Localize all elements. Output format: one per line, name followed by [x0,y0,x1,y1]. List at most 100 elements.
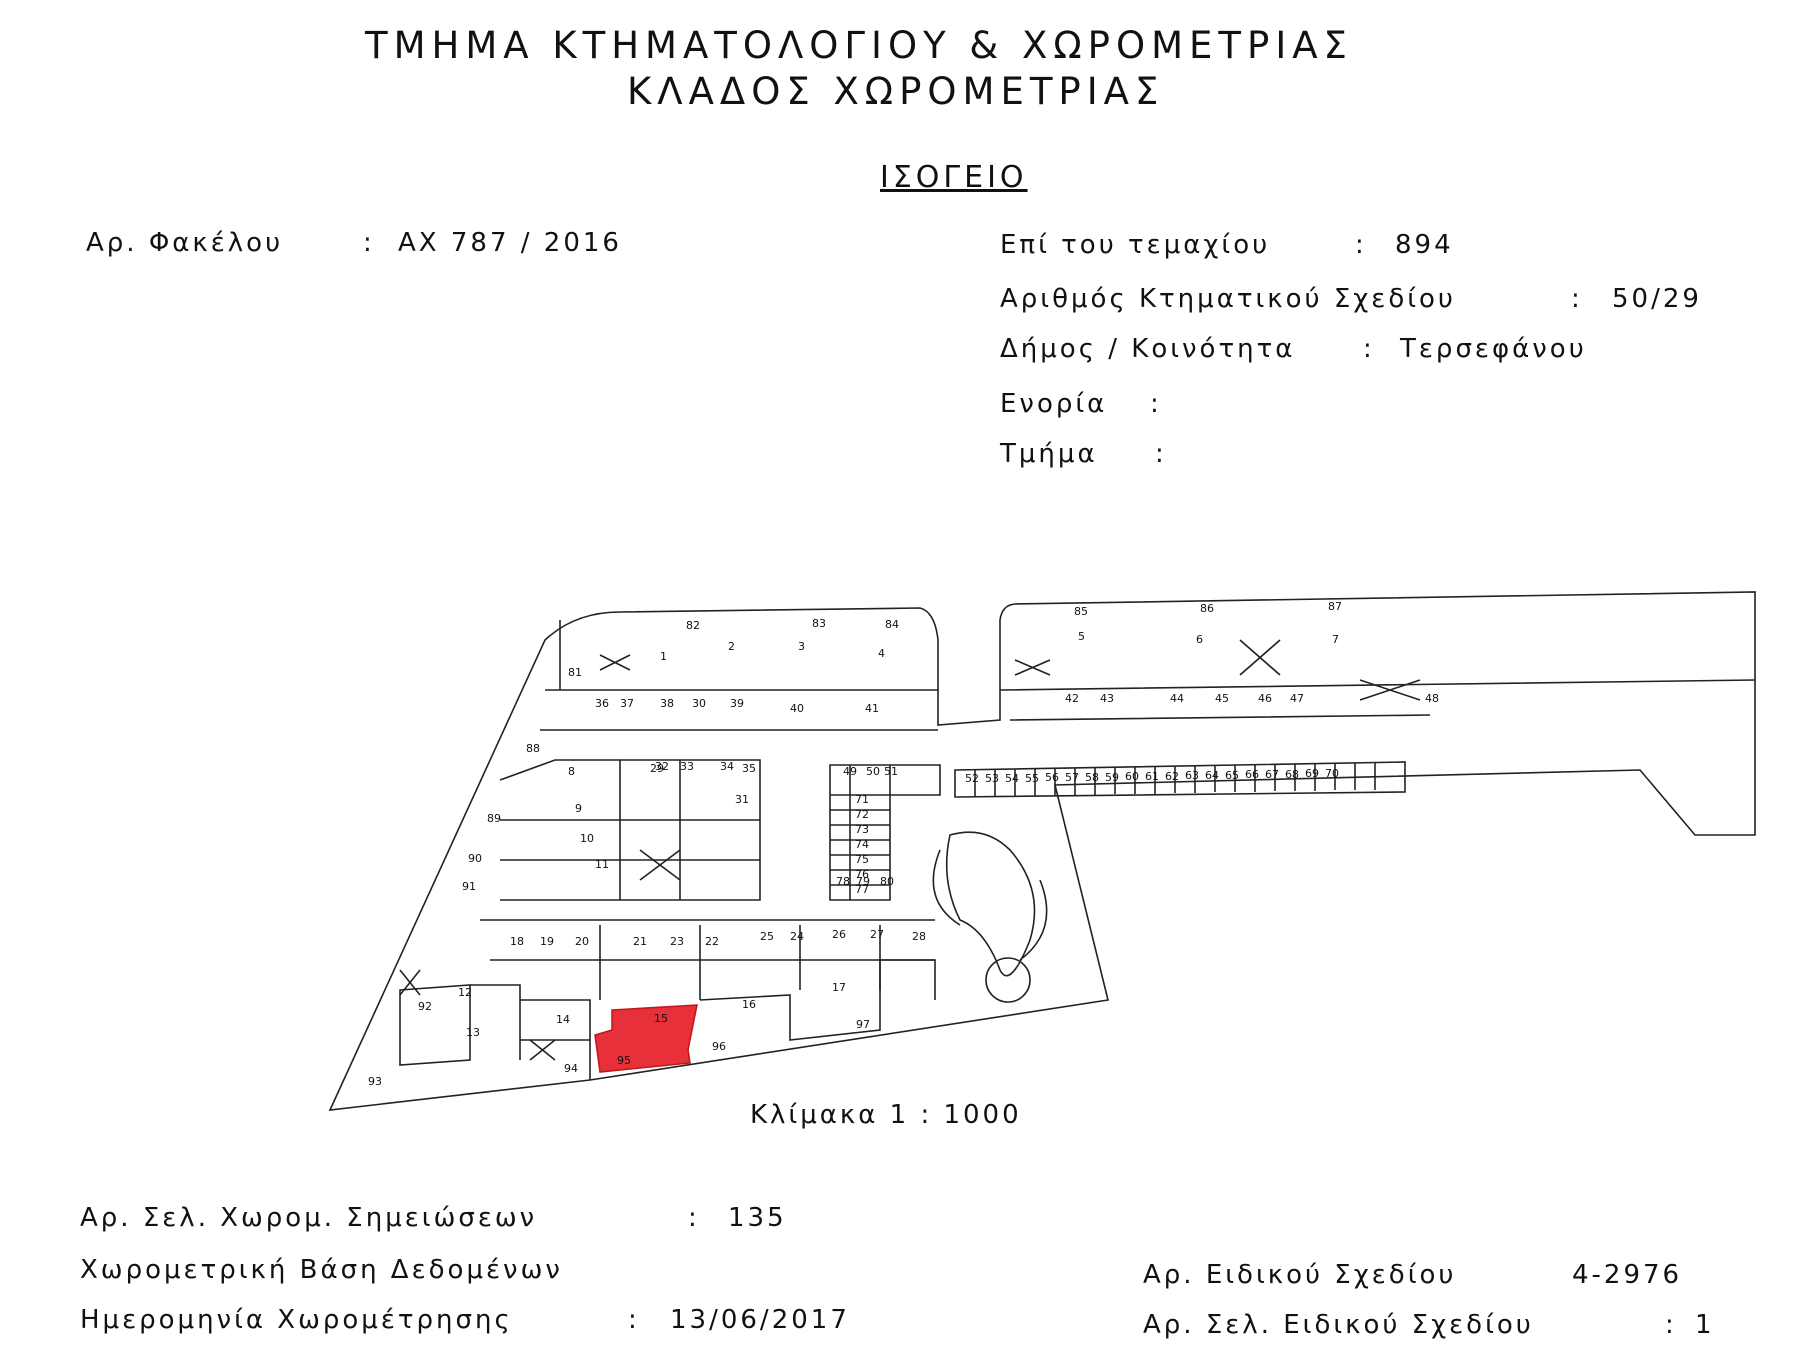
scale-label: Κλίμακα 1 : 1000 [750,1100,1022,1130]
unit-number-91: 91 [462,880,476,893]
unit-number-50: 50 [866,765,880,778]
municipality-label: Δήμος / Κοινότητα [1000,334,1296,364]
special-plan-page-sep: : [1665,1310,1677,1340]
unit-number-77: 77 [855,883,869,896]
parish-label: Ενορία [1000,389,1108,419]
unit-number-69: 69 [1305,767,1319,780]
unit-number-44: 44 [1170,692,1184,705]
branch-title: ΚΛΑΔΟΣ ΧΩΡΟΜΕΤΡΙΑΣ [627,70,1165,113]
unit-number-23: 23 [670,935,684,948]
unit-number-21: 21 [633,935,647,948]
unit-number-7: 7 [1332,633,1339,646]
department-title: ΤΜΗΜΑ ΚΤΗΜΑΤΟΛΟΓΙΟΥ & ΧΩΡΟΜΕΤΡΙΑΣ [365,24,1353,67]
unit-number-51: 51 [884,765,898,778]
unit-number-64: 64 [1205,769,1219,782]
section-label: Τμήμα [1000,439,1098,469]
special-plan-value: 4-2976 [1572,1260,1683,1290]
unit-number-75: 75 [855,853,869,866]
unit-number-49: 49 [843,765,857,778]
unit-number-90: 90 [468,852,482,865]
unit-number-37: 37 [620,697,634,710]
unit-number-6: 6 [1196,633,1203,646]
unit-number-82: 82 [686,619,700,632]
municipality-value: Τερσεφάνου [1400,334,1587,364]
unit-number-72: 72 [855,808,869,821]
unit-number-41: 41 [865,702,879,715]
notes-page-value: 135 [728,1203,787,1233]
unit-number-57: 57 [1065,771,1079,784]
survey-date-sep: : [628,1305,640,1335]
unit-number-95: 95 [617,1054,631,1067]
notes-page-label: Αρ. Σελ. Χωρομ. Σημειώσεων [80,1203,538,1233]
survey-date-value: 13/06/2017 [670,1305,850,1335]
unit-number-15: 15 [654,1012,668,1025]
unit-number-19: 19 [540,935,554,948]
unit-number-94: 94 [564,1062,578,1075]
unit-number-86: 86 [1200,602,1214,615]
plan-number-sep: : [1571,284,1583,314]
parish-sep: : [1150,389,1162,419]
special-plan-page-value: 1 [1695,1310,1715,1340]
unit-number-9: 9 [575,802,582,815]
unit-number-12: 12 [458,986,472,999]
unit-number-84: 84 [885,618,899,631]
unit-number-45: 45 [1215,692,1229,705]
unit-number-8: 8 [568,765,575,778]
notes-page-sep: : [688,1203,700,1233]
unit-number-36: 36 [595,697,609,710]
unit-number-17: 17 [832,981,846,994]
unit-number-27: 27 [870,928,884,941]
unit-number-53: 53 [985,772,999,785]
unit-number-88: 88 [526,742,540,755]
unit-number-25: 25 [760,930,774,943]
unit-number-43: 43 [1100,692,1114,705]
unit-number-74: 74 [855,838,869,851]
unit-number-48: 48 [1425,692,1439,705]
unit-number-62: 62 [1165,770,1179,783]
municipality-sep: : [1363,334,1375,364]
unit-number-70: 70 [1325,767,1339,780]
parcel-boundary [328,591,1756,1111]
unit-number-54: 54 [1005,772,1019,785]
unit-number-1: 1 [660,650,667,663]
floor-title: ΙΣΟΓΕΙΟ [880,160,1028,195]
unit-number-85: 85 [1074,605,1088,618]
unit-number-4: 4 [878,647,885,660]
parcel-label: Επί του τεμαχίου [1000,230,1271,260]
unit-number-93: 93 [368,1075,382,1088]
parcel-value: 894 [1395,230,1454,260]
unit-number-78: 78 [836,875,850,888]
unit-number-83: 83 [812,617,826,630]
unit-number-32: 32 [655,760,669,773]
unit-number-56: 56 [1045,771,1059,784]
unit-number-80: 80 [880,875,894,888]
special-plan-label: Αρ. Ειδικού Σχεδίου [1143,1260,1457,1290]
unit-number-92: 92 [418,1000,432,1013]
unit-number-39: 39 [730,697,744,710]
file-number-value: ΑΧ 787 / 2016 [398,228,622,258]
survey-database: Χωρομετρική Βάση Δεδομένων [80,1255,563,1285]
unit-number-46: 46 [1258,692,1272,705]
unit-number-65: 65 [1225,769,1239,782]
unit-number-40: 40 [790,702,804,715]
unit-number-55: 55 [1025,772,1039,785]
unit-number-81: 81 [568,666,582,679]
unit-number-10: 10 [580,832,594,845]
unit-number-13: 13 [466,1026,480,1039]
unit-number-63: 63 [1185,769,1199,782]
unit-number-18: 18 [510,935,524,948]
unit-number-66: 66 [1245,768,1259,781]
unit-number-60: 60 [1125,770,1139,783]
unit-number-38: 38 [660,697,674,710]
unit-number-52: 52 [965,772,979,785]
unit-number-89: 89 [487,812,501,825]
unit-number-67: 67 [1265,768,1279,781]
unit-number-96: 96 [712,1040,726,1053]
unit-number-14: 14 [556,1013,570,1026]
unit-number-24: 24 [790,930,804,943]
unit-number-30: 30 [692,697,706,710]
unit-number-59: 59 [1105,771,1119,784]
unit-number-22: 22 [705,935,719,948]
unit-number-11: 11 [595,858,609,871]
